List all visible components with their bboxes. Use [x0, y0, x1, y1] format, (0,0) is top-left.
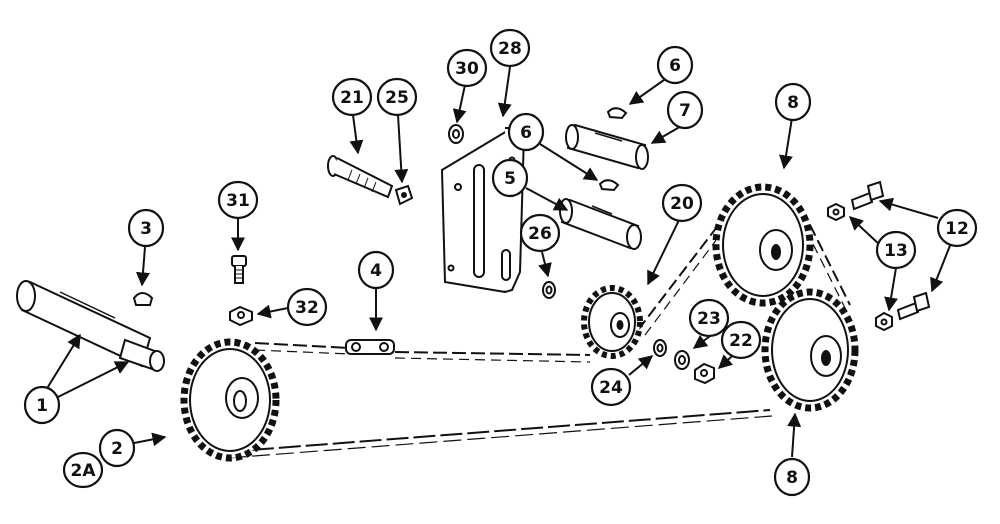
- callout-label: 6: [520, 123, 532, 143]
- callout-3: 3: [127, 208, 165, 248]
- sprocket-20-part: [581, 285, 643, 359]
- callout-label: 3: [140, 219, 152, 239]
- callout-24: 24: [590, 367, 632, 407]
- bolt-12-lower-part: [896, 291, 931, 321]
- callout-label: 12: [945, 219, 969, 239]
- callout-2: 2: [98, 428, 136, 468]
- key-6-upper-part: [606, 107, 628, 120]
- key-6-lower-part: [598, 179, 620, 192]
- callout-6-lower: 6: [507, 112, 545, 152]
- sprocket-8-upper-part: [712, 183, 814, 307]
- key-3-part: [132, 292, 154, 306]
- callout-label: 26: [528, 224, 552, 244]
- callout-4: 4: [357, 250, 395, 290]
- callout-label: 5: [504, 169, 516, 189]
- callout-label: 32: [295, 298, 319, 318]
- callout-label: 23: [697, 309, 721, 329]
- shaft-7-part: [565, 123, 649, 170]
- washer-23-part: [674, 350, 690, 370]
- washer-30-part: [448, 124, 464, 144]
- callout-30: 30: [446, 48, 488, 88]
- roller-chain: [224, 209, 851, 459]
- nut-13-upper-part: [827, 202, 845, 222]
- callout-20: 20: [661, 183, 703, 223]
- bolt-12-upper-part: [850, 180, 885, 211]
- nut-22-part: [694, 362, 715, 385]
- callout-7: 7: [666, 90, 704, 130]
- callout-26: 26: [519, 213, 561, 253]
- callout-label: 2A: [71, 461, 97, 481]
- callout-1: 1: [23, 385, 61, 425]
- callout-label: 4: [370, 261, 382, 281]
- nut-32-part: [229, 305, 253, 327]
- callout-28: 28: [489, 28, 531, 68]
- callout-8-upper: 8: [774, 82, 812, 122]
- shaft-1-part: [16, 280, 165, 372]
- washer-25-part: [394, 184, 414, 206]
- washer-24-part: [653, 339, 667, 357]
- callout-label: 20: [670, 194, 694, 214]
- callout-label: 2: [111, 439, 123, 459]
- callout-label: 21: [340, 88, 364, 108]
- callout-6-upper: 6: [656, 45, 694, 85]
- callout-22: 22: [720, 320, 762, 360]
- callout-label: 7: [679, 101, 691, 121]
- callout-label: 1: [36, 396, 48, 416]
- callout-8-lower: 8: [773, 457, 811, 497]
- connector-link-4-part: [345, 339, 395, 355]
- callout-label: 6: [669, 56, 681, 76]
- sprocket-2-part: [180, 338, 280, 462]
- callout-label: 25: [385, 88, 409, 108]
- callout-32: 32: [286, 287, 328, 327]
- callout-label: 30: [455, 59, 479, 79]
- nut-13-lower-part: [875, 311, 893, 332]
- callout-label: 8: [787, 93, 799, 113]
- callout-2a: 2A: [62, 451, 104, 489]
- sprocket-8-lower-part: [761, 288, 859, 412]
- callout-label: 22: [729, 331, 753, 351]
- callout-23: 23: [688, 298, 730, 338]
- bolt-21-part: [327, 155, 394, 199]
- callout-label: 13: [884, 241, 908, 261]
- callout-12: 12: [936, 208, 978, 248]
- callout-label: 28: [498, 39, 522, 59]
- callout-label: 8: [786, 468, 798, 488]
- callout-31: 31: [217, 180, 259, 220]
- washer-26-part: [542, 281, 556, 299]
- callout-25: 25: [376, 77, 418, 117]
- callout-label: 24: [599, 378, 623, 398]
- callout-21: 21: [331, 77, 373, 117]
- callout-5: 5: [491, 158, 529, 198]
- bolt-31-part: [231, 255, 247, 284]
- callout-label: 31: [226, 191, 250, 211]
- callout-13: 13: [875, 230, 917, 270]
